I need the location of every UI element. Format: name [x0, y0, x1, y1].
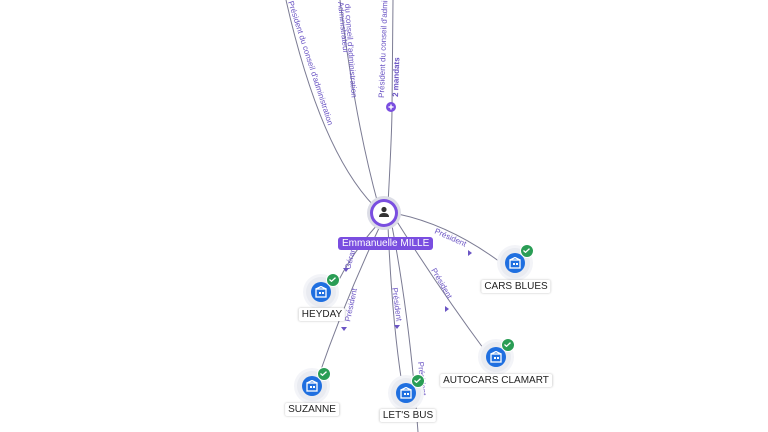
building-icon: [505, 253, 525, 273]
building-icon: [486, 347, 506, 367]
verified-check-icon: [520, 244, 534, 258]
company-label-autocars-clamart[interactable]: AUTOCARS CLAMART: [440, 374, 552, 387]
verified-check-icon: [317, 367, 331, 381]
edge-label: Président: [390, 287, 404, 322]
edge-arrow: [394, 325, 400, 329]
person-icon: [379, 206, 389, 217]
company-node-heyday[interactable]: [306, 273, 340, 307]
expand-plus-icon[interactable]: [386, 102, 396, 112]
company-label-cars-blues[interactable]: CARS BLUES: [481, 280, 551, 293]
edge-label: 2 mandats: [391, 57, 401, 97]
edge-label: Président: [433, 227, 468, 249]
edge-label: Président du conseil d'admi: [377, 0, 389, 98]
company-node-suzanne[interactable]: [297, 367, 331, 401]
edge-label: Président du conseil d'administration: [286, 0, 335, 126]
company-label-letsbus[interactable]: LET'S BUS: [379, 409, 437, 422]
edge-top-left-1: [285, 0, 375, 207]
edge-top-left-2: [339, 0, 379, 205]
edge-arrow: [341, 327, 347, 331]
verified-check-icon: [501, 338, 515, 352]
verified-check-icon: [411, 374, 425, 388]
company-node-autocars-clamart[interactable]: [481, 338, 515, 372]
company-label-suzanne[interactable]: SUZANNE: [285, 403, 339, 416]
edge-top-right: [387, 0, 394, 205]
company-node-cars-blues[interactable]: [500, 244, 534, 278]
company-label-heyday[interactable]: HEYDAY: [298, 308, 346, 321]
edge-label: Président: [429, 267, 454, 301]
edge-arrow: [445, 306, 449, 312]
company-node-letsbus[interactable]: [391, 374, 425, 408]
edge-label: Président: [343, 287, 359, 323]
edge-to-carsblues: [397, 213, 501, 263]
building-icon: [302, 376, 322, 396]
person-avatar: [370, 199, 398, 227]
verified-check-icon: [326, 273, 340, 287]
edge-arrow: [468, 250, 472, 256]
building-icon: [311, 282, 331, 302]
edge-to-autocars: [395, 219, 487, 353]
building-icon: [396, 383, 416, 403]
person-node[interactable]: [367, 196, 401, 230]
person-name-label[interactable]: Emmanuelle MILLE: [338, 237, 434, 250]
edge-arrow: [343, 268, 349, 272]
